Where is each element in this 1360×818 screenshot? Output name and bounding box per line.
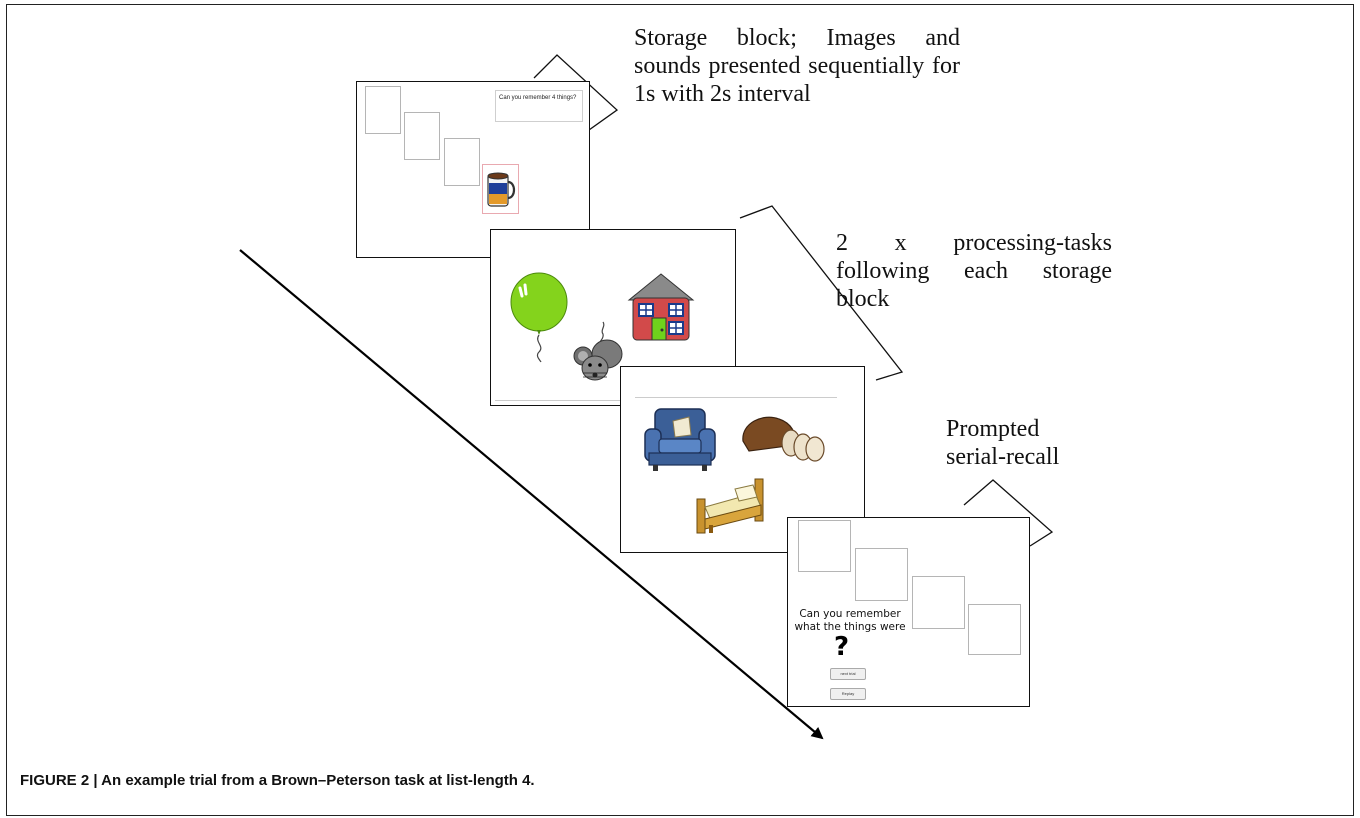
bread-icon <box>742 416 825 462</box>
balloon-icon <box>510 272 568 363</box>
storage-prompt-box: Can you remember 4 things? <box>495 90 583 122</box>
storage-annotation: Storage block; Images and sounds present… <box>634 25 960 107</box>
processing-screen-rule <box>495 400 731 401</box>
armchair-icon <box>644 408 716 471</box>
processing-screen-2-rule <box>635 397 837 398</box>
storage-slot-2 <box>404 112 440 160</box>
recall-slot-1 <box>798 520 851 572</box>
storage-prompt-text: Can you remember 4 things? <box>499 95 577 101</box>
mug-icon <box>487 172 516 207</box>
recall-annotation: Prompted serial-recall <box>946 416 1060 470</box>
figure-caption: FIGURE 2 | An example trial from a Brown… <box>20 772 535 789</box>
processing-screen-2 <box>620 366 865 553</box>
storage-slot-1 <box>365 86 401 134</box>
recall-slot-4 <box>968 604 1021 655</box>
storage-screen: Can you remember 4 things? <box>356 81 590 258</box>
storage-slot-3 <box>444 138 480 186</box>
bed-icon <box>696 478 764 534</box>
mouse-icon <box>573 321 623 381</box>
replay-button[interactable]: Replay <box>830 688 866 700</box>
recall-prompt-text: Can you remember what the things were <box>794 608 906 633</box>
recall-question-mark: ? <box>834 632 850 662</box>
figure-frame <box>6 4 1354 816</box>
recall-slot-3 <box>912 576 965 629</box>
processing-annotation: 2 x processing-tasks following each stor… <box>836 230 1112 312</box>
recall-screen: Can you remember what the things were ? … <box>787 517 1030 707</box>
house-icon <box>627 273 695 341</box>
recall-slot-2 <box>855 548 908 601</box>
next-trial-button[interactable]: next trial <box>830 668 866 680</box>
